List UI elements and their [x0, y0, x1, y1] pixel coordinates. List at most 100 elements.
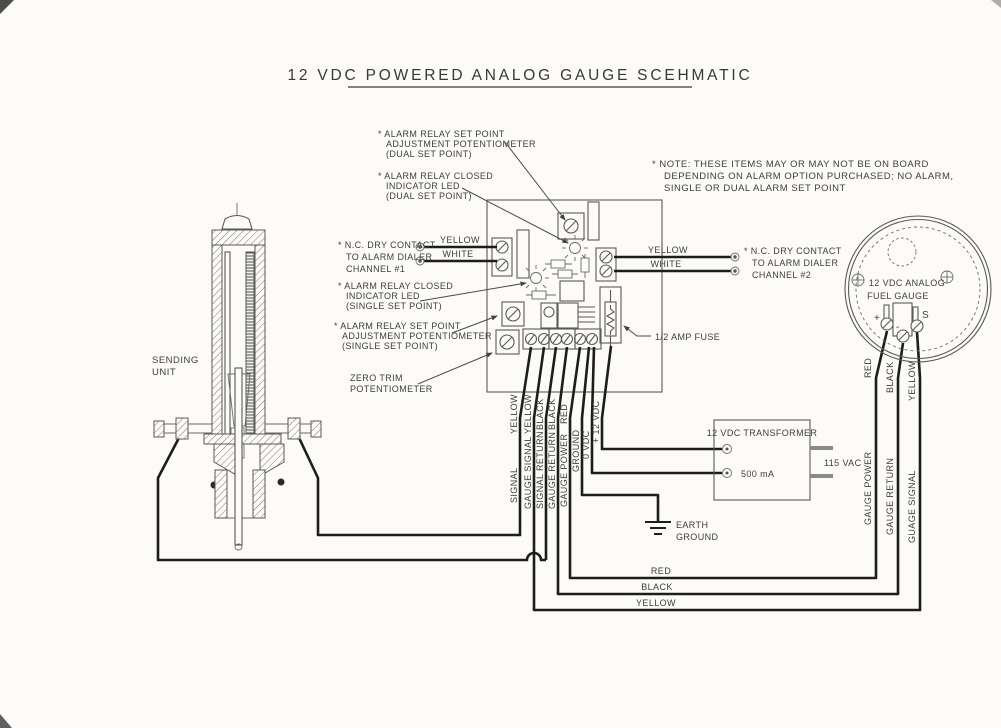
wire-gauge-power	[568, 330, 889, 580]
resistor	[526, 254, 590, 300]
wire-color-label: WHITE	[651, 259, 682, 269]
wire-ground	[580, 346, 660, 521]
gauge-label-line: 12 VDC ANALOG	[869, 278, 945, 288]
gauge-wire-signal-label: GUAGE SIGNAL	[907, 470, 917, 543]
gauge-wire-red: RED	[863, 358, 873, 378]
wiring	[156, 245, 922, 612]
gauge-label-line: FUEL GAUGE	[867, 291, 929, 301]
title-text: 12 VDC POWERED ANALOG GAUGE SCEHMATIC	[287, 67, 752, 84]
wire-label-12vdc: + 12 VDC	[591, 400, 601, 443]
annotation-line: * ALARM RELAY CLOSED	[338, 281, 453, 291]
annotation-line: (SINGLE SET POINT)	[346, 301, 442, 311]
annotation-ch2: * N.C. DRY CONTACT TO ALARM DIALER CHANN…	[648, 245, 842, 280]
mounting-screw-icon	[851, 270, 954, 287]
wire-color-label: YELLOW	[440, 235, 480, 245]
wire-label-0vdc: 0 VDC	[581, 430, 591, 459]
wire-label-ground: GROUND	[571, 430, 581, 472]
annotation-line: * N.C. DRY CONTACT	[338, 240, 436, 250]
wire-color-label: WHITE	[443, 249, 474, 259]
output-terminal-strip	[522, 328, 602, 350]
dual-setpoint-potentiometer	[557, 212, 585, 240]
dialer-contacts	[415, 242, 740, 276]
board-wire-labels: SIGNAL YELLOW GAUGE SIGNAL YELLOW SIGNAL…	[509, 394, 601, 509]
gauge-wire-return-label: GAUGE RETURN	[885, 458, 895, 535]
wire-12vdc	[600, 345, 722, 451]
gauge-terminal-s: S	[922, 310, 929, 321]
run-label-yellow: YELLOW	[636, 598, 676, 608]
page-title: 12 VDC POWERED ANALOG GAUGE SCEHMATIC	[287, 67, 752, 88]
wire-function-label: GAUGE SIGNAL	[523, 436, 533, 509]
annotation-fuse: 1/2 AMP FUSE	[623, 325, 720, 342]
wire-color-label: BLACK	[535, 398, 545, 430]
annotation-line: (DUAL SET POINT)	[386, 191, 472, 201]
relay-box	[559, 280, 585, 302]
wire-gauge-return	[556, 342, 905, 596]
ac-prongs	[810, 446, 833, 478]
wire-0vdc	[590, 346, 722, 475]
annotation-line: ZERO TRIM	[350, 373, 403, 383]
single-setpoint-potentiometer	[501, 301, 525, 327]
annotation-line: INDICATOR LED	[346, 291, 420, 301]
annotation-dual-pot: * ALARM RELAY SET POINT ADJUSTMENT POTEN…	[378, 129, 566, 221]
gauge-wire-black: BLACK	[885, 361, 895, 393]
run-label-red: RED	[651, 566, 671, 576]
wire-function-label: SIGNAL	[509, 468, 519, 503]
run-label-black: BLACK	[641, 582, 673, 592]
annotation-zero-trim: ZERO TRIM POTENTIOMETER	[350, 352, 493, 394]
transformer-input: 115 VAC	[824, 458, 862, 468]
gauge-wire-power-label: GAUGE POWER	[863, 451, 873, 525]
note-line: DEPENDING ON ALARM OPTION PURCHASED; NO …	[664, 171, 954, 182]
fuse	[599, 286, 622, 346]
note-line: * NOTE: THESE ITEMS MAY OR MAY NOT BE ON…	[652, 159, 929, 170]
gauge-terminal-plus: +	[874, 313, 880, 324]
fuse-label: 1/2 AMP FUSE	[655, 332, 720, 342]
alarm-board	[486, 199, 663, 393]
annotation-line: (DUAL SET POINT)	[386, 149, 472, 159]
annotation-line: * ALARM RELAY SET POINT	[334, 321, 461, 331]
fuel-gauge: 12 VDC ANALOG FUEL GAUGE + - S	[844, 215, 992, 363]
gauge-wire-labels: RED BLACK YELLOW GAUGE POWER GAUGE RETUR…	[863, 358, 917, 543]
annotation-line: TO ALARM DIALER	[346, 252, 432, 262]
annotation-line: TO ALARM DIALER	[752, 258, 838, 268]
gauge-wire-yellow: YELLOW	[907, 361, 917, 401]
annotation-line: (SINGLE SET POINT)	[342, 341, 438, 351]
relay-component	[516, 229, 530, 279]
single-setpoint-led	[523, 265, 549, 291]
sending-unit: SENDING UNIT	[152, 203, 322, 551]
wire-sender-signal	[291, 346, 533, 537]
annotation-line: * N.C. DRY CONTACT	[744, 246, 842, 256]
wire-signal-return	[544, 346, 558, 560]
wire-color-label: RED	[559, 404, 569, 424]
sending-unit-label: SENDING	[152, 355, 199, 366]
wire-color-label: YELLOW	[509, 394, 519, 434]
transformer-rating: 500 mA	[741, 469, 774, 479]
annotation-ch1: * N.C. DRY CONTACT TO ALARM DIALER CHANN…	[338, 235, 480, 274]
annotation-line: CHANNEL #1	[346, 264, 405, 274]
annotation-single-pot: * ALARM RELAY SET POINT ADJUSTMENT POTEN…	[334, 315, 498, 351]
annotation-line: CHANNEL #2	[752, 270, 811, 280]
wire-function-label: SIGNAL RETURN	[535, 431, 545, 509]
dialer2-terminal-block	[595, 247, 617, 282]
note-block: * NOTE: THESE ITEMS MAY OR MAY NOT BE ON…	[652, 159, 954, 194]
earth-ground-label: EARTH	[676, 520, 708, 530]
annotation-line: ADJUSTMENT POTENTIOMETER	[342, 331, 492, 341]
bottom-run-labels: RED BLACK YELLOW	[636, 566, 676, 608]
resistance-coil	[245, 251, 255, 439]
wire-color-label: BLACK	[547, 398, 557, 430]
wire-gauge-signal	[532, 331, 922, 612]
annotation-single-led: * ALARM RELAY CLOSED INDICATOR LED (SING…	[338, 281, 527, 311]
wire-sender-ground	[156, 431, 546, 562]
dialer1-terminal-block	[491, 237, 513, 277]
annotation-line: ADJUSTMENT POTENTIOMETER	[386, 139, 536, 149]
dual-setpoint-led	[562, 235, 588, 261]
note-line: SINGLE OR DUAL ALARM SET POINT	[664, 183, 846, 194]
wire-color-label: YELLOW	[648, 245, 688, 255]
annotation-dual-led: * ALARM RELAY CLOSED INDICATOR LED (DUAL…	[378, 171, 569, 244]
annotation-line: POTENTIOMETER	[350, 384, 433, 394]
wire-color-label: YELLOW	[523, 394, 533, 434]
transformer-title: 12 VDC TRANSFORMER	[707, 428, 818, 438]
relay-component	[587, 201, 600, 241]
